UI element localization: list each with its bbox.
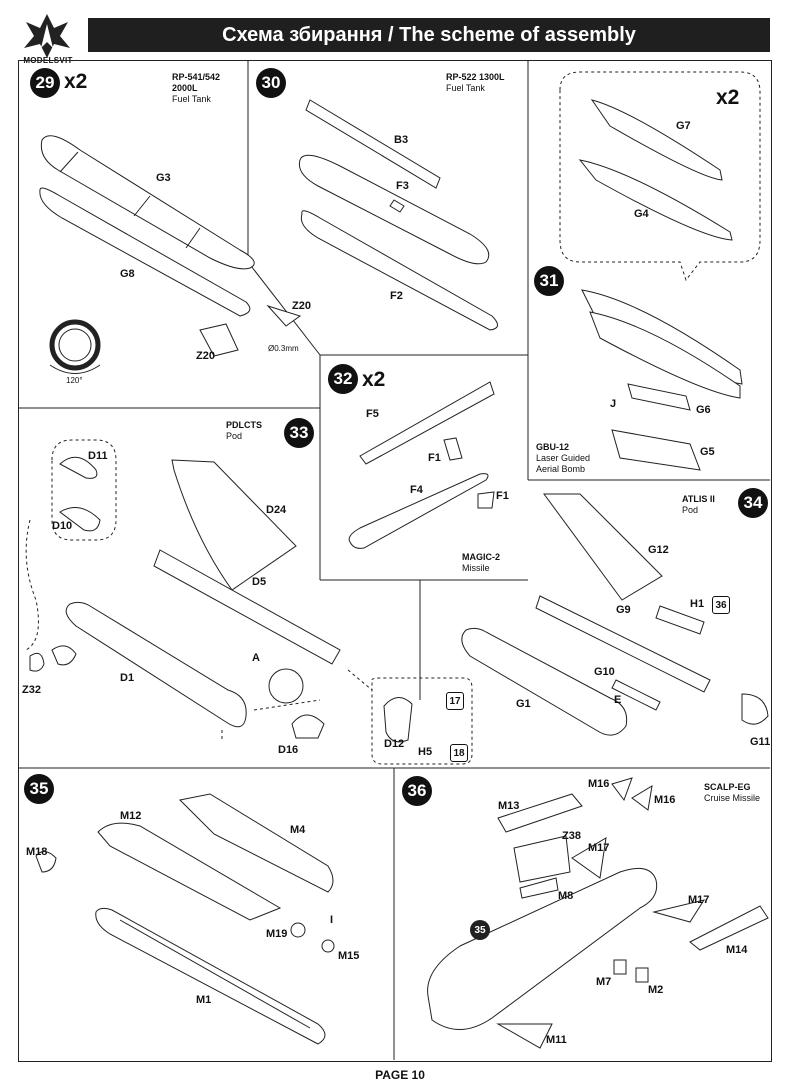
reference-36: 36 (712, 596, 730, 614)
part-label-z20: Z20 (292, 300, 311, 312)
step-31-caption: GBU-12 Laser Guided Aerial Bomb (536, 442, 591, 474)
part-label-d10: D10 (52, 520, 73, 532)
part-label-j: J (610, 398, 617, 410)
part-label-g6: G6 (696, 404, 711, 416)
part-label-m4: M4 (290, 824, 306, 836)
part-label-g4: G4 (634, 208, 649, 220)
step-36-caption: SCALP-EG Cruise Missile (704, 782, 761, 803)
part-label-h5: H5 (418, 746, 433, 758)
part-label-d5: D5 (252, 576, 267, 588)
part-label-g7: G7 (676, 120, 691, 132)
scalp-eg-missile-drawing (427, 777, 769, 1049)
part-label-b3: B3 (394, 134, 409, 146)
reference-17: 17 (446, 692, 464, 710)
part-label-e: E (614, 694, 622, 706)
part-label-m1: M1 (196, 994, 212, 1006)
reference-18: 18 (450, 744, 468, 762)
step-34-badge: 34 (738, 488, 768, 518)
part-label-m14: M14 (726, 944, 748, 956)
step-29-multiplier: x2 (64, 70, 88, 93)
part-label-d1: D1 (120, 672, 135, 684)
part-label-g12: G12 (648, 544, 669, 556)
part-label-g11: G11 (750, 736, 771, 748)
part-label-g3: G3 (156, 172, 171, 184)
part-label-m11: M11 (546, 1034, 567, 1046)
step-30-caption: RP-522 1300L Fuel Tank (446, 72, 505, 93)
step-29-badge: 29 (30, 68, 60, 98)
part-label-m18: M18 (26, 846, 48, 858)
step-34-caption: ATLIS II Pod (682, 494, 715, 515)
part-label-g10: G10 (594, 666, 615, 678)
part-label-f5: F5 (366, 408, 379, 420)
step-36-badge: 36 (402, 776, 432, 806)
part-label-g1: G1 (516, 698, 531, 710)
part-label-m15: M15 (338, 950, 360, 962)
step-30-badge: 30 (256, 68, 286, 98)
part-label-f4: F4 (410, 484, 423, 496)
part-label-m17: M17 (588, 842, 610, 854)
pdlcts-pod-drawing (29, 456, 413, 743)
part-label-d16: D16 (278, 744, 299, 756)
part-label-f1: F1 (428, 452, 441, 464)
instruction-frame (18, 60, 772, 1062)
part-label-z32: Z32 (22, 684, 41, 696)
part-label-m19: M19 (266, 928, 288, 940)
part-label-m13: M13 (498, 800, 520, 812)
part-label-z38: Z38 (562, 830, 581, 842)
part-label-m2: M2 (648, 984, 664, 996)
step-35-badge: 35 (24, 774, 54, 804)
part-label-m8: M8 (558, 890, 574, 902)
step-31-badge: 31 (534, 266, 564, 296)
reference-step-35: 35 (470, 920, 490, 940)
step-32-multiplier: x2 (362, 368, 386, 391)
part-label-f3: F3 (396, 180, 409, 192)
part-label-diameter: Ø0.3mm (268, 344, 299, 353)
part-label-f2: F2 (390, 290, 403, 302)
part-label-i: I (330, 914, 334, 926)
part-label-m7: M7 (596, 976, 612, 988)
part-label-m16: M16 (588, 778, 610, 790)
part-label-d11: D11 (88, 450, 108, 462)
atlis-ii-pod-drawing (461, 493, 769, 736)
step-33-badge: 33 (284, 418, 314, 448)
part-label-d24: D24 (266, 504, 287, 516)
fuel-tank-1300l-drawing (298, 99, 498, 331)
part-label-m16: M16 (654, 794, 676, 806)
page-title: Схема збирання / The scheme of assembly (88, 18, 770, 52)
gbu-12-bomb-drawing (578, 99, 743, 471)
step-31-multiplier: x2 (716, 86, 740, 109)
part-label-f1: F1 (496, 490, 509, 502)
part-label-a: A (252, 652, 260, 664)
part-label-m12: M12 (120, 810, 142, 822)
part-label-g8: G8 (120, 268, 135, 280)
part-label-g9: G9 (616, 604, 631, 616)
part-label-h1: H1 (690, 598, 705, 610)
part-label-d12: D12 (384, 738, 405, 750)
panel-assembly-drawing (35, 793, 335, 1045)
magic-2-missile-drawing (348, 381, 495, 549)
page-number: PAGE 10 (375, 1068, 425, 1082)
modelsvit-logo-icon (24, 14, 70, 58)
part-label-g5: G5 (700, 446, 715, 458)
fuel-tank-2000l-drawing (39, 135, 255, 317)
step-29-caption: RP-541/542 2000L Fuel Tank (172, 72, 221, 104)
step-32-badge: 32 (328, 364, 358, 394)
angle-label: 120° (66, 376, 83, 385)
step-33-caption: PDLCTS Pod (226, 420, 262, 441)
part-label-m17: M17 (688, 894, 710, 906)
part-label-z20: Z20 (196, 350, 215, 362)
step-32-caption: MAGIC-2 Missile (462, 552, 500, 573)
